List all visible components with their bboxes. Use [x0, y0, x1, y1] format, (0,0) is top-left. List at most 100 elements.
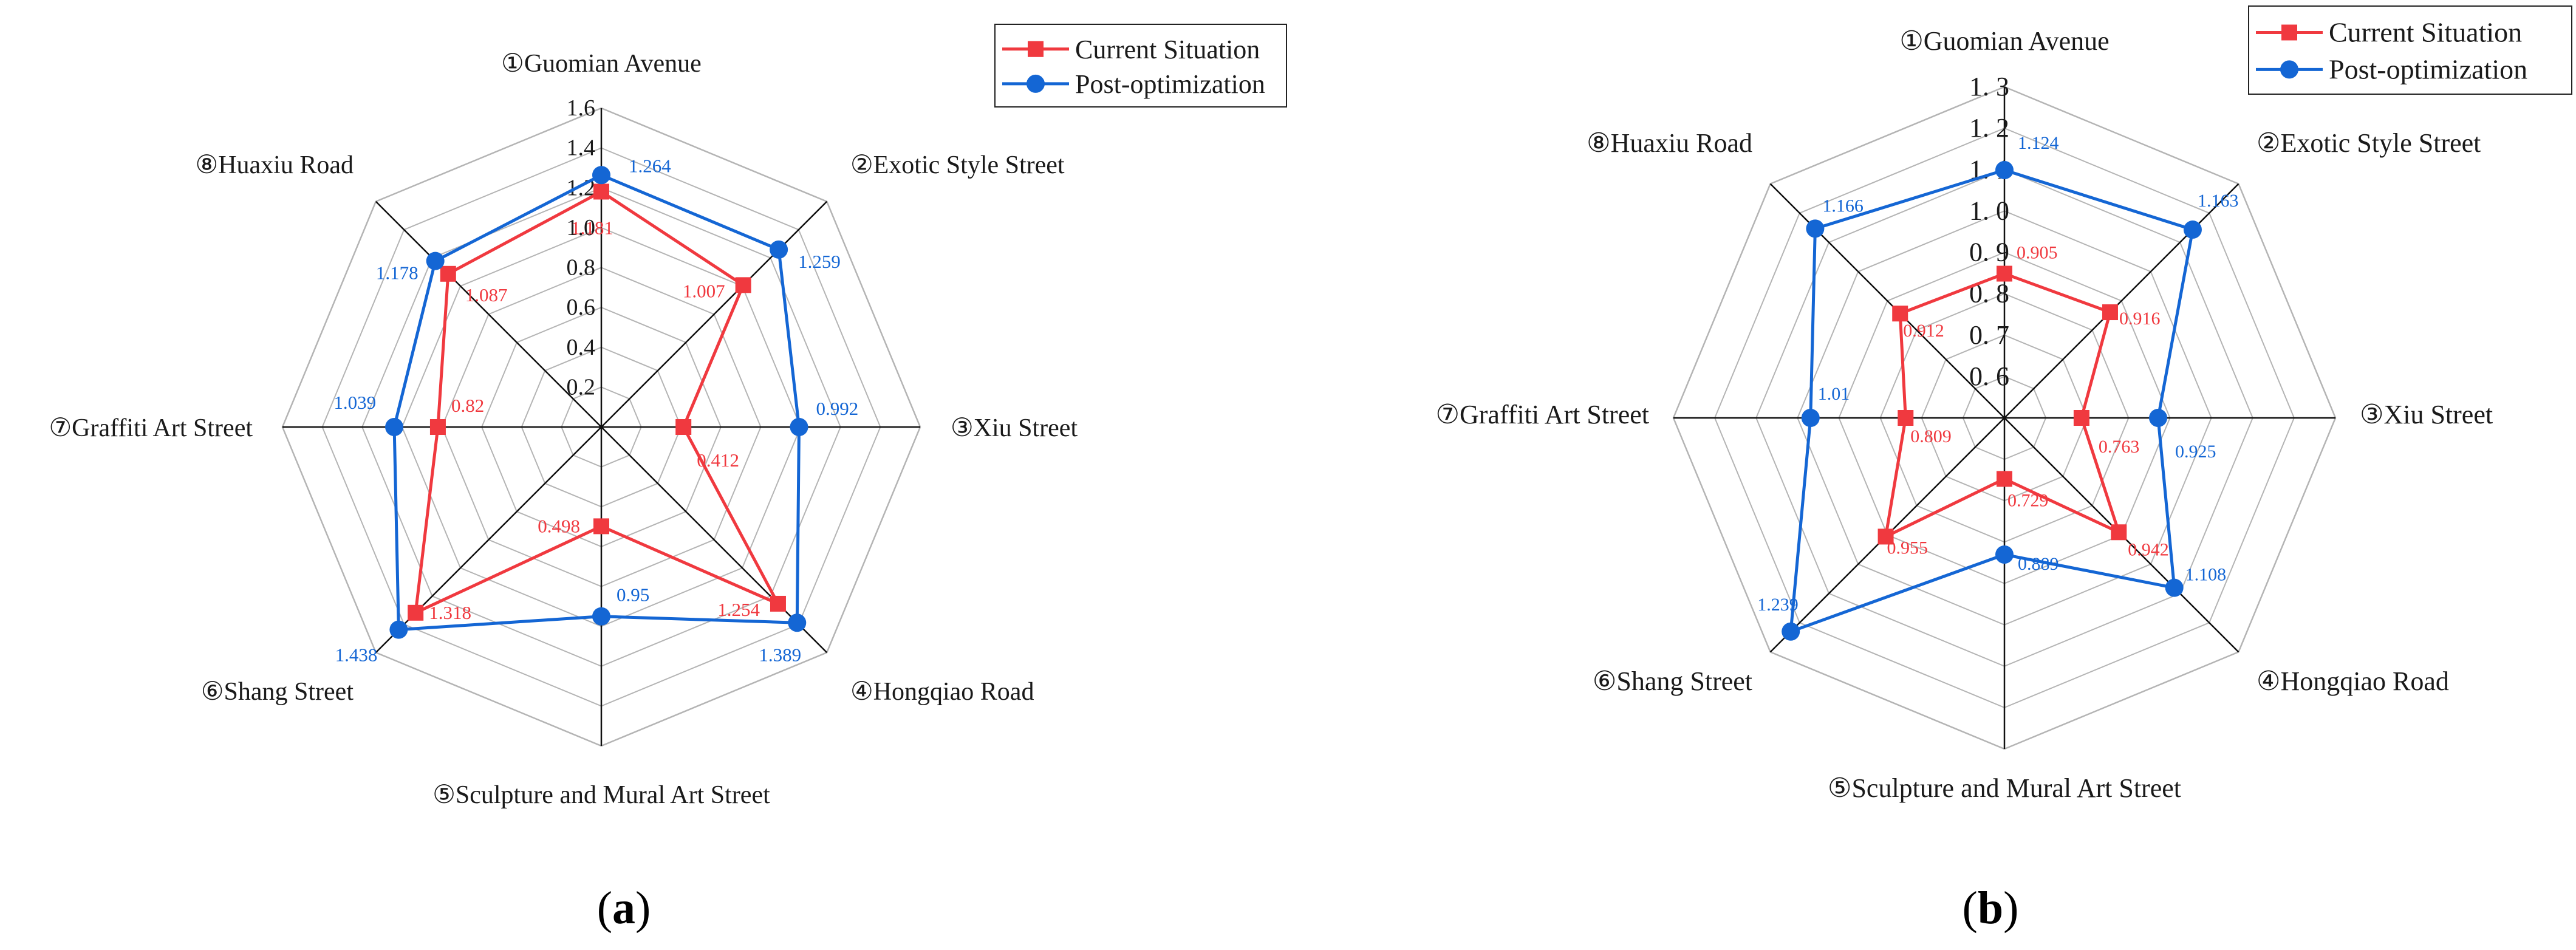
data-label: 1.438	[335, 644, 378, 666]
data-point-circle	[592, 166, 610, 185]
data-label: 1.01	[1818, 384, 1850, 404]
radar-axes	[1673, 87, 2335, 749]
data-label: 1.108	[2185, 565, 2227, 585]
data-point-circle	[770, 240, 788, 259]
data-label: 1.181	[571, 217, 613, 238]
data-label: 0.992	[816, 398, 859, 419]
data-point-square	[2111, 524, 2127, 541]
data-label: 1.254	[717, 599, 760, 620]
tick-labels: 0.20.40.60.81.01.21.41.6	[567, 95, 596, 400]
data-point-square	[593, 183, 609, 200]
tick-label: 1.6	[567, 95, 596, 121]
category-label: ③Xiu Street	[2360, 400, 2493, 429]
data-label: 1.124	[2018, 133, 2059, 153]
radar-chart-b: 0. 60. 70. 80. 91. 01. 11. 21. 3①Guomian…	[1436, 5, 2572, 934]
data-label: 1.318	[429, 602, 471, 623]
category-label: ②Exotic Style Street	[2257, 128, 2481, 158]
tick-label: 0. 6	[1969, 361, 2009, 391]
data-label: 0.498	[538, 515, 580, 536]
data-point-circle	[1801, 409, 1820, 427]
data-label: 1.166	[1822, 196, 1864, 216]
tick-label: 1.0	[567, 215, 596, 241]
category-label: ⑧Huaxiu Road	[1587, 128, 1752, 158]
data-label: 0.925	[2175, 442, 2216, 462]
tick-label: 0. 8	[1969, 279, 2009, 309]
legend-label: Current Situation	[1075, 35, 1260, 64]
data-point-square	[593, 518, 609, 535]
legend-marker-square	[1028, 41, 1044, 57]
tick-label: 1.4	[567, 135, 596, 161]
tick-label: 0.8	[567, 255, 596, 281]
axis-spoke	[601, 426, 828, 654]
data-label: 1.087	[465, 284, 508, 306]
data-point-square	[770, 595, 786, 612]
legend-box	[2248, 5, 2572, 95]
data-point-square	[675, 419, 692, 435]
data-point-square	[1898, 410, 1914, 426]
tick-label: 1. 2	[1969, 113, 2009, 143]
data-point-square	[408, 604, 424, 621]
tick-label: 1. 3	[1969, 72, 2009, 101]
category-label: ①Guomian Avenue	[1899, 26, 2109, 56]
axis-spoke	[375, 200, 602, 428]
data-point-circle	[592, 607, 610, 626]
data-point-square	[1997, 265, 2012, 282]
data-label: 1.264	[629, 155, 671, 176]
tick-label: 0. 7	[1969, 320, 2009, 350]
category-label: ⑥Shang Street	[201, 678, 354, 706]
data-point-circle	[2165, 578, 2184, 597]
legend-box	[994, 24, 1287, 108]
data-point-circle	[1782, 622, 1800, 641]
category-label: ④Hongqiao Road	[850, 678, 1034, 706]
data-point-circle	[389, 620, 408, 639]
data-label: 1.389	[759, 644, 801, 665]
data-label: 0.912	[1903, 321, 1944, 341]
tick-label: 0.2	[567, 374, 596, 400]
data-point-square	[1877, 528, 1894, 545]
data-point-square	[1892, 306, 1908, 322]
tick-label: 0.6	[567, 295, 596, 320]
category-label: ③Xiu Street	[951, 414, 1078, 442]
panel-label: (a)	[597, 883, 651, 934]
data-label: 1.039	[333, 392, 376, 413]
category-label: ⑦Graffiti Art Street	[49, 414, 253, 442]
data-label: 0.889	[2018, 554, 2059, 574]
data-label: 1.178	[376, 262, 419, 284]
data-label: 0.412	[697, 449, 739, 471]
data-label: 1.239	[1757, 595, 1799, 615]
legend-marker-square	[2281, 24, 2297, 41]
data-label: 0.82	[451, 395, 484, 416]
data-label: 0.763	[2099, 437, 2140, 457]
data-point-square	[429, 419, 446, 435]
data-point-circle	[1806, 219, 1825, 238]
data-point-circle	[788, 613, 807, 632]
data-label: 1.259	[798, 251, 841, 272]
data-point-circle	[2149, 409, 2168, 427]
legend-marker-circle	[2280, 60, 2298, 79]
tick-label: 1. 0	[1969, 196, 2009, 225]
category-label: ⑧Huaxiu Road	[196, 151, 354, 179]
panel-label: (b)	[1963, 883, 2019, 934]
data-point-circle	[1995, 545, 2014, 564]
category-label: ⑤Sculpture and Mural Art Street	[432, 781, 770, 809]
category-label: ⑤Sculpture and Mural Art Street	[1828, 773, 2181, 803]
data-label: 0.955	[1887, 538, 1929, 558]
category-labels: ①Guomian Avenue ②Exotic Style Street ③Xiu …	[1436, 26, 2493, 803]
data-label: 0.942	[2128, 539, 2169, 559]
data-label: 0.95	[617, 584, 649, 606]
legend-label: Post-optimization	[2329, 53, 2527, 84]
tick-label: 0. 9	[1969, 237, 2009, 267]
category-label: ④Hongqiao Road	[2257, 666, 2449, 696]
axis-spoke	[2004, 183, 2239, 419]
category-label: ②Exotic Style Street	[850, 151, 1065, 179]
data-label: 0.729	[2007, 490, 2049, 510]
data-point-square	[440, 265, 456, 282]
tick-label: 0.4	[567, 335, 596, 360]
